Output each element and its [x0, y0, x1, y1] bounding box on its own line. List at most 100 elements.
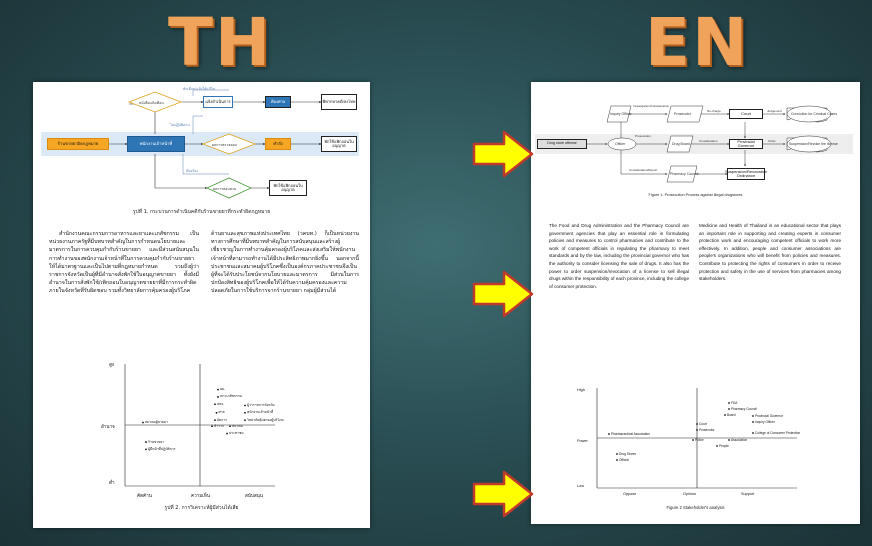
stakeholder-point: [728, 408, 730, 410]
stakeholder-label: Drug Stores: [619, 451, 637, 456]
stakeholder-point: [244, 419, 246, 422]
stakeholder-point: [215, 411, 218, 414]
th-fig2-caption: รูปที่ 2. การวิเคราะห์ผู้มีส่วนได้เสีย: [164, 505, 239, 511]
stakeholder-label: Board: [727, 412, 736, 417]
en-flow-pharmacy-council: Pharmacy Council: [670, 172, 699, 176]
stakeholder-label: สภาเภสัชกรรม: [220, 394, 242, 399]
stakeholder-label: ตำรวจ: [214, 423, 224, 428]
th-chart-y-low: ต่ำ: [109, 481, 115, 486]
stakeholder-label: Pharmaceutical Association: [611, 431, 650, 436]
th-chart-y-mid: อำนาจ: [101, 425, 115, 430]
th-flow-diamond-mid: ผลการตรวจสอบ: [212, 143, 237, 147]
stakeholder-point: [696, 429, 698, 431]
th-chart-x-support: สนับสนุน: [245, 494, 263, 499]
right-arrow-icon: [472, 470, 534, 518]
right-arrow-icon: [472, 270, 534, 318]
en-flow-prosecutor: Prosecutor: [674, 112, 691, 116]
en-chart-y-low: Low: [577, 484, 584, 488]
thai-flowchart-lines: [41, 89, 359, 199]
en-paragraph-left: The Food and Drug Administration and the…: [549, 223, 689, 289]
en-flow-conviction: Conviction for Criminal Cases: [791, 112, 838, 116]
stakeholder-point: [692, 439, 694, 441]
en-flow-edge-2: Prosecution: [635, 134, 651, 138]
th-flow-notify: แจ้งดำเนินการ: [203, 96, 233, 108]
stakeholder-label: People: [719, 443, 729, 448]
th-chart-x-mid: ความเห็น: [191, 494, 210, 499]
en-flow-provincial-governor: Provincial Governor: [729, 139, 763, 149]
en-flow-drug-board: Drug Board: [672, 142, 690, 146]
th-flow-center: พนักงานเจ้าหน้าที่: [127, 136, 185, 152]
stakeholder-label: สสจ.: [217, 401, 225, 406]
stakeholder-point: [716, 445, 718, 447]
stakeholder-point: [724, 414, 726, 416]
stakeholder-point: [145, 441, 147, 443]
stakeholder-label: สมาคม: [232, 423, 243, 428]
stakeholder-point: [142, 421, 144, 424]
stakeholder-label: FDA: [731, 400, 738, 405]
stakeholder-point: [608, 433, 610, 435]
en-flow-edge-1: Investigation/Consideration: [633, 104, 670, 108]
stakeholder-label: พนักงานเจ้าหน้าที่: [247, 410, 274, 415]
en-flowchart-lines: [535, 105, 853, 183]
stakeholder-label: ประชาชน: [229, 431, 244, 436]
en-flow-start: Drug store offense: [537, 139, 587, 149]
stakeholder-label: Association: [731, 437, 748, 442]
stakeholder-label: Inquiry Officer: [755, 419, 775, 424]
th-flow-edge-3: ฟ้องร้อง: [186, 169, 198, 173]
th-flow-result-bottom: พักใช้/เพิกถอนใบอนุญาต: [269, 180, 307, 196]
stakeholder-point: [728, 439, 730, 441]
th-flow-result-top: พิพากษาคดี/ลงโทษ: [321, 94, 357, 110]
th-flow-result-mid: พักใช้/เพิกถอนใบอนุญาต: [321, 136, 357, 152]
en-stakeholder-chart: High Power Low Oppose Opinion Support Fi…: [531, 382, 860, 524]
thai-flowchart: ร้านขายยาผิดกฎหมาย พนักงานเจ้าหน้าที่ หน…: [33, 82, 370, 210]
stakeholder-point: [752, 432, 754, 434]
english-document-page: Drug store offense Officer Inquiry Offic…: [531, 82, 860, 524]
stakeholder-point: [229, 425, 231, 428]
stakeholder-label: Pharmacy Council: [731, 406, 757, 411]
en-chart-y-mid: Power: [577, 439, 588, 443]
stakeholder-label: Police: [695, 437, 704, 442]
stakeholder-point: [728, 402, 730, 404]
stakeholder-point: [616, 459, 618, 461]
en-flow-inquiry: Inquiry Officer: [610, 112, 632, 116]
en-flow-edge-6: Consideration: [699, 139, 718, 143]
stakeholder-label: Prosecutor: [699, 427, 715, 432]
stakeholder-label: ร้านขายยา: [148, 439, 165, 444]
th-chart-y-high: สูง: [109, 363, 115, 368]
th-chart-svg: [124, 364, 275, 487]
th-flow-diamond-bottom: ผลการสอบสวน: [213, 187, 237, 191]
en-flow-edge-7: Order: [768, 139, 776, 143]
stakeholder-label: ผู้มีหน้าที่ปฏิบัติการ: [148, 446, 176, 451]
th-fig1-caption: รูปที่ 1. กระบวนการดำเนินคดีกับร้านขายยา…: [132, 209, 271, 215]
en-flow-edge-5: Consideration/Report: [629, 168, 658, 172]
en-chart-svg: [596, 388, 797, 489]
stakeholder-point: [145, 448, 147, 451]
stakeholder-label: อย.: [220, 387, 226, 392]
stakeholder-label: Official: [619, 457, 629, 462]
en-fig2-caption: Figure 2 Stakeholder's analysis: [666, 505, 725, 510]
stakeholder-label: อัยการ: [217, 417, 227, 422]
stakeholder-point: [244, 404, 246, 407]
stakeholder-label: College of Consumer Protection: [755, 430, 801, 435]
right-arrow-icon: [472, 130, 534, 178]
th-flow-start: ร้านขายยาผิดกฎหมาย: [47, 138, 109, 150]
stakeholder-label: Court: [699, 421, 707, 426]
en-chart-x-support: Support: [741, 492, 755, 496]
en-flow-edge-3: No charge: [707, 109, 721, 113]
stakeholder-point: [211, 425, 213, 428]
stakeholder-label: ศาล: [218, 410, 225, 415]
en-flow-edge-4: Judgement: [767, 109, 782, 113]
stakeholder-label: ผู้ว่าราชการจังหวัด: [247, 402, 275, 407]
stakeholder-point: [696, 423, 698, 425]
th-chart-x-oppose: คัดค้าน: [137, 494, 152, 499]
th-flow-edge-1: ตักเตือน/แจ้งให้แก้ไข: [183, 87, 215, 91]
stakeholder-point: [214, 419, 216, 422]
stakeholder-label: Provincial Governor: [755, 413, 783, 418]
en-fig1-caption: Figure 1. Prosecution Process against il…: [648, 193, 743, 197]
en-flow-suspension-license: Suspension/Revoke the license: [789, 142, 838, 146]
th-paragraph-left: สำนักงานคณะกรรมการอาหารและยาและเภสัชกรรม…: [49, 231, 199, 295]
stakeholder-point: [752, 421, 754, 423]
stakeholder-point: [616, 453, 618, 455]
en-flow-suspension: Suspension/Revocation Ordinance: [724, 168, 768, 180]
stakeholder-point: [226, 432, 228, 435]
